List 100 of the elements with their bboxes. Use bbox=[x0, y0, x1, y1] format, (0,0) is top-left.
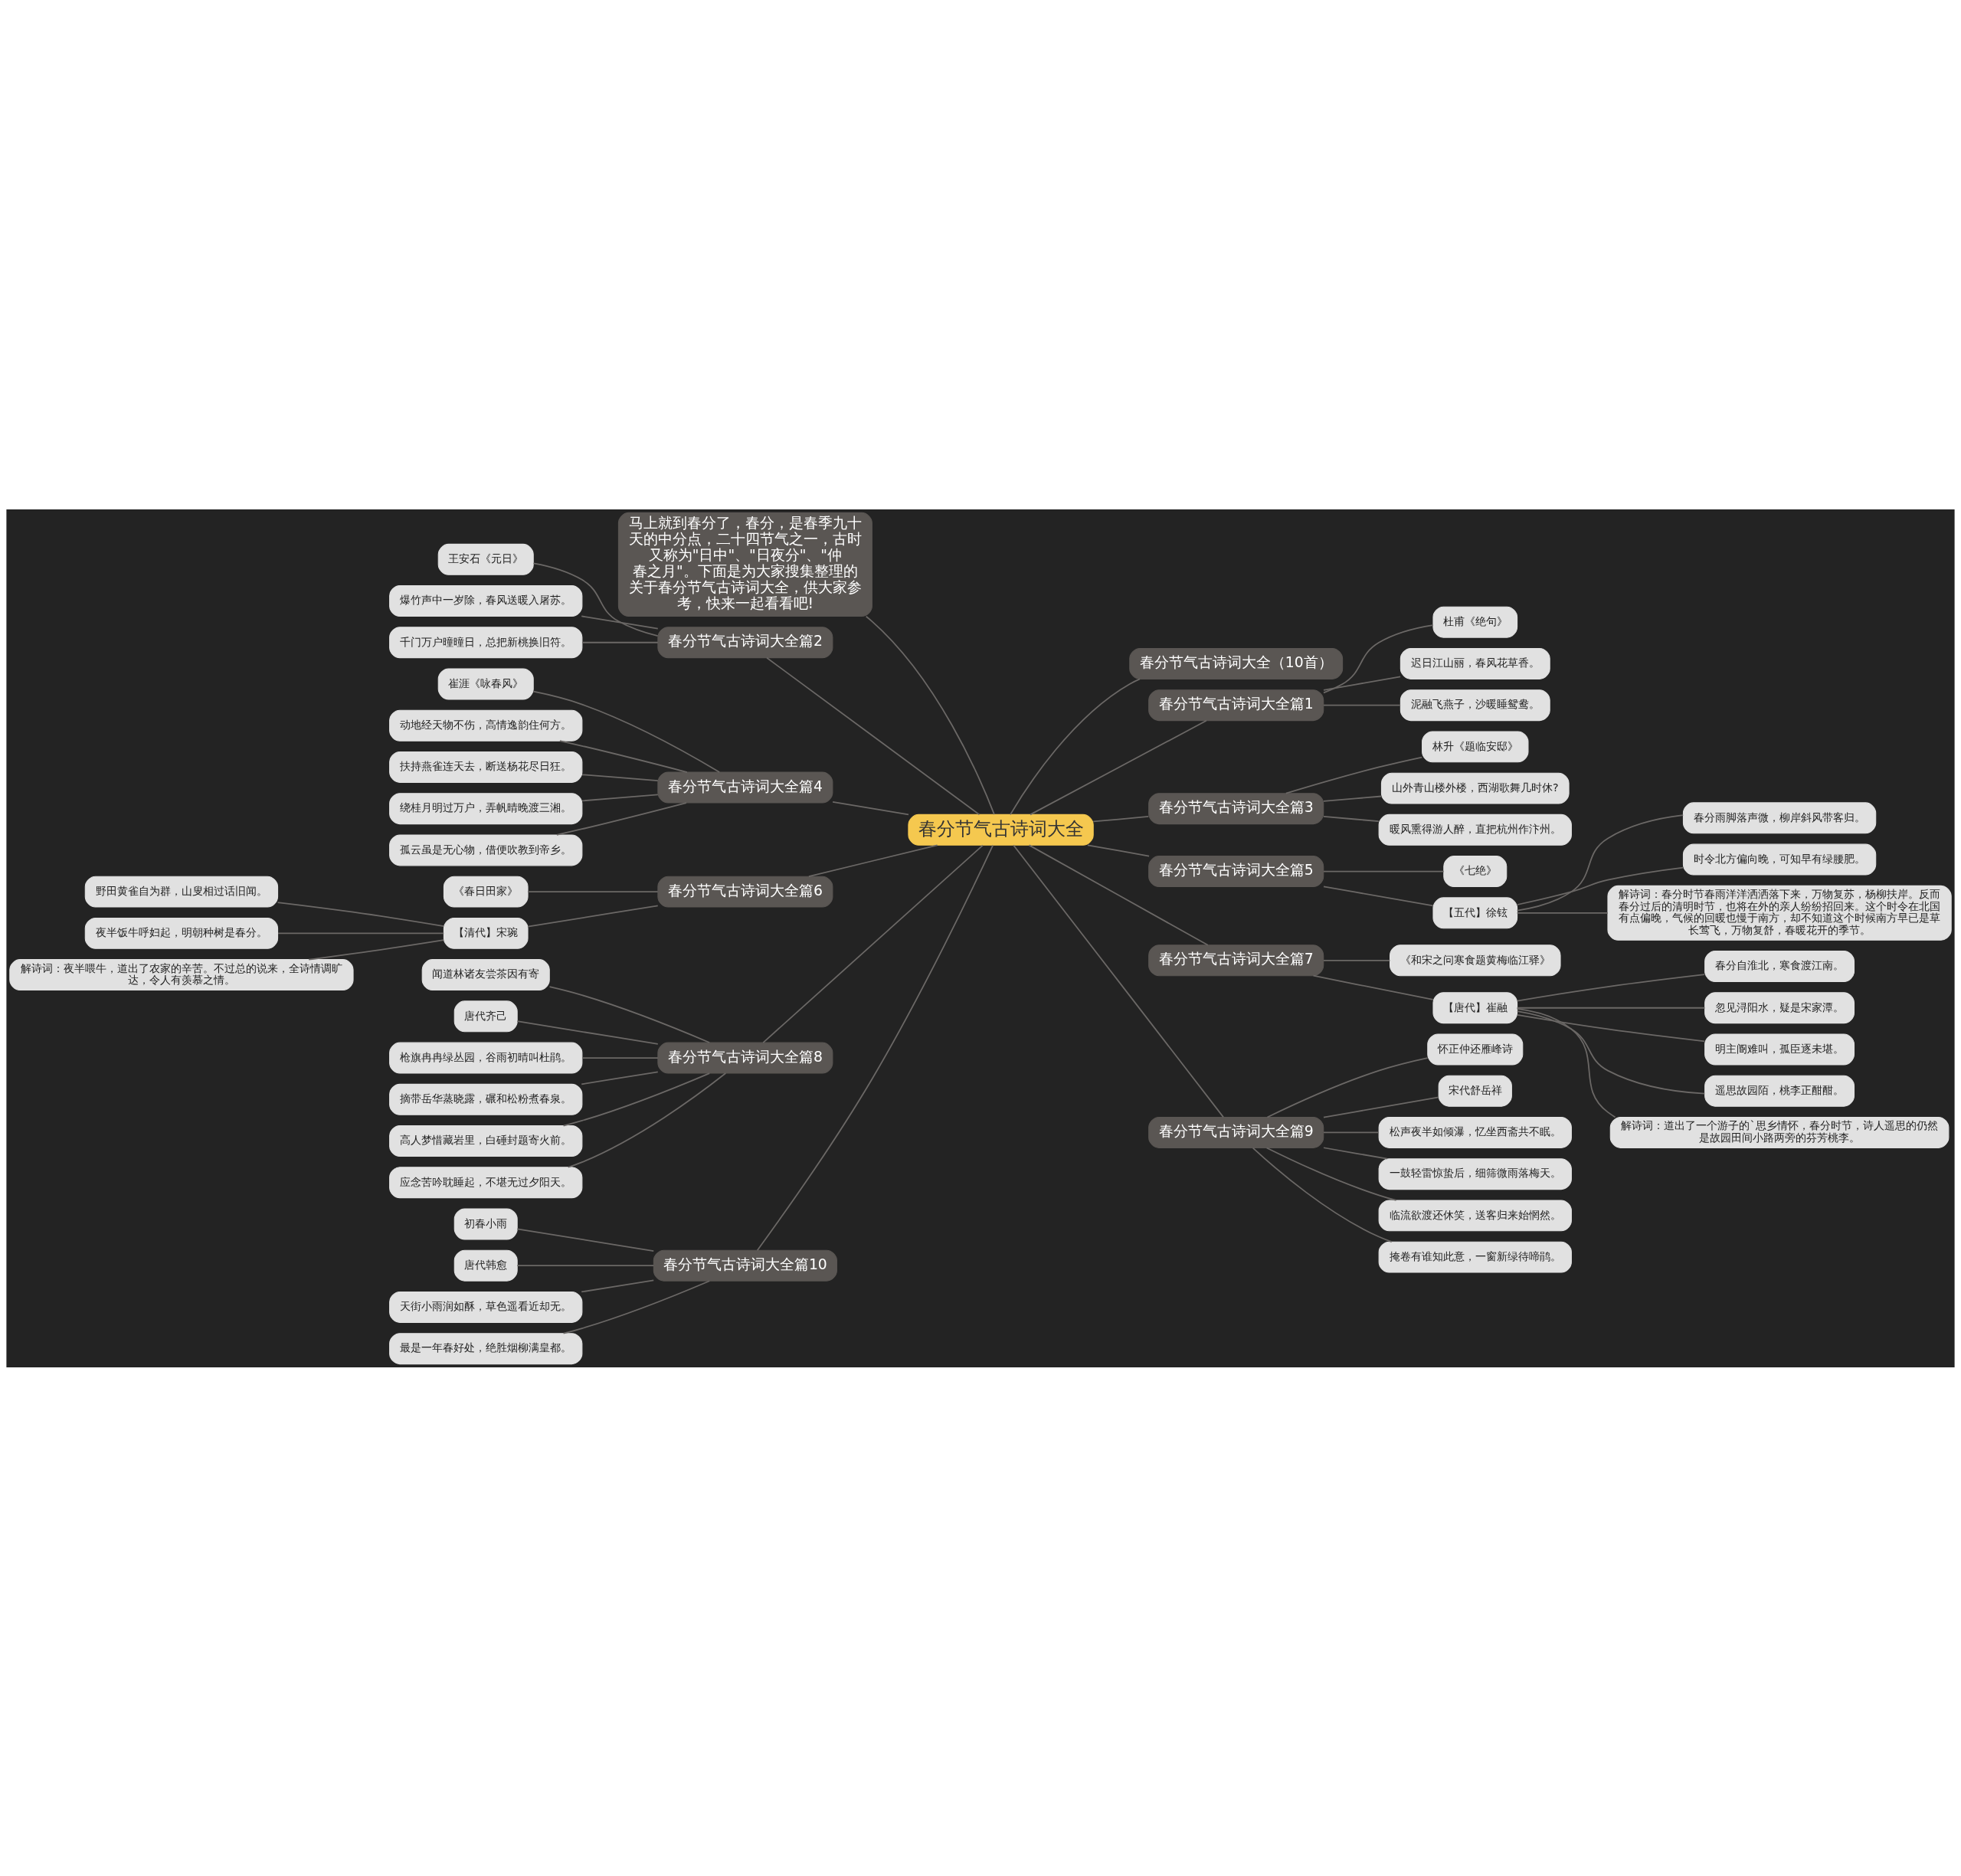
node-box: 枪旗冉冉绿丛园，谷雨初晴叫杜鹃。 bbox=[389, 1042, 583, 1074]
node-box: 《七绝》 bbox=[1443, 855, 1508, 887]
connector bbox=[1323, 959, 1391, 961]
node-box: 【唐代】崔融 bbox=[1432, 991, 1518, 1023]
connector bbox=[532, 562, 659, 637]
connector bbox=[1092, 815, 1150, 822]
node-box: 解诗词：夜半喂牛，道出了农家的辛苦。不过总的说来，全诗情调旷达，令人有羡慕之情。 bbox=[9, 958, 354, 990]
connector bbox=[1516, 973, 1706, 1001]
connector bbox=[1087, 843, 1150, 856]
node-box: 春分雨脚落声微，柳岸斜风带客归。 bbox=[1682, 801, 1877, 833]
connector bbox=[548, 985, 711, 1043]
node-box: 高人梦惜藏岩里，白硾封题寄火前。 bbox=[389, 1125, 583, 1157]
node-box: 爆竹声中一岁除，春风送暖入屠苏。 bbox=[389, 584, 583, 617]
connector bbox=[832, 800, 909, 815]
node-box: 扶持燕雀连天去，断送杨花尽日狂。 bbox=[389, 751, 583, 783]
connector bbox=[1323, 1095, 1439, 1118]
connector bbox=[581, 1278, 655, 1292]
node-box: 春分节气古诗词大全 bbox=[908, 814, 1094, 846]
node-box: 迟日江山丽，春风花草香。 bbox=[1400, 647, 1550, 679]
connector bbox=[581, 615, 659, 629]
connector bbox=[1516, 1007, 1616, 1118]
node-box: 春分节气古诗词大全篇3 bbox=[1148, 792, 1324, 824]
connector bbox=[1285, 756, 1423, 794]
connector bbox=[1516, 1013, 1706, 1042]
node-box: 马上就到春分了，春分，是春季九十天的中分点，二十四节气之一，古时又称为"日中"、"日夜分"、"仲春之月"。下面是为大家搜集整理的关于春分节气古诗词大全，供大家参考，快来一起看看吧! bbox=[617, 512, 872, 617]
node-box: 怀正仲还雁峰诗 bbox=[1427, 1033, 1524, 1065]
connector bbox=[1323, 675, 1401, 691]
node-box: 杜甫《绝句》 bbox=[1432, 606, 1518, 638]
node-box: 春分节气古诗词大全篇1 bbox=[1148, 689, 1324, 721]
node-box: 林升《题临安邸》 bbox=[1422, 730, 1529, 762]
connector bbox=[562, 1279, 711, 1334]
connector bbox=[1323, 795, 1383, 802]
connector bbox=[308, 938, 445, 961]
node-box: 最是一年春好处，绝胜烟柳满皇都。 bbox=[389, 1332, 583, 1364]
node-box: 松声夜半如倾瀑，忆坐西斋共不眠。 bbox=[1378, 1116, 1572, 1148]
connector bbox=[1323, 1146, 1388, 1160]
node-box: 唐代韩愈 bbox=[453, 1249, 518, 1282]
connector bbox=[277, 931, 445, 934]
node-box: 春分节气古诗词大全（10首） bbox=[1129, 647, 1344, 679]
connector bbox=[1516, 1007, 1706, 1009]
node-box: 应念苦吟耽睡起，不堪无过夕阳天。 bbox=[389, 1166, 583, 1198]
node-box: 王安石《元日》 bbox=[437, 543, 534, 575]
connector bbox=[1323, 1131, 1380, 1133]
node-box: 暖风熏得游人醉，直把杭州作汴州。 bbox=[1378, 814, 1572, 846]
node-box: 春分节气古诗词大全篇8 bbox=[657, 1042, 833, 1074]
connector bbox=[1266, 1056, 1429, 1118]
connector bbox=[1030, 719, 1207, 815]
node-box: 忽见浔阳水，疑是宋家潭。 bbox=[1704, 991, 1855, 1023]
connector bbox=[766, 656, 980, 815]
node-box: 掩卷有谁知此意，一窗新绿待啼鹃。 bbox=[1378, 1241, 1572, 1273]
connector bbox=[865, 615, 995, 815]
connector bbox=[808, 843, 938, 877]
node-box: 初春小雨 bbox=[453, 1208, 518, 1239]
node-box: 春分节气古诗词大全篇2 bbox=[657, 626, 833, 658]
connector bbox=[567, 1072, 727, 1168]
connector bbox=[532, 690, 721, 773]
connector bbox=[581, 773, 659, 781]
node-box: 春分节气古诗词大全篇5 bbox=[1148, 855, 1324, 887]
node-box: 泥融飞燕子，沙暖睡鸳鸯。 bbox=[1400, 689, 1550, 721]
connector bbox=[527, 904, 659, 928]
connector bbox=[581, 1070, 659, 1085]
connector bbox=[1312, 974, 1434, 1000]
node-box: 春分节气古诗词大全篇9 bbox=[1148, 1116, 1324, 1148]
connector bbox=[756, 844, 994, 1251]
connector bbox=[1013, 844, 1224, 1118]
connector bbox=[1028, 844, 1209, 946]
connector bbox=[1323, 815, 1380, 822]
node-box: 野田黄雀自为群，山叟相过话旧闻。 bbox=[84, 876, 279, 908]
node-box: 春分节气古诗词大全篇6 bbox=[657, 876, 833, 908]
connector bbox=[1323, 886, 1434, 906]
connector bbox=[1516, 814, 1684, 912]
connector bbox=[1516, 912, 1609, 914]
node-box: 明主阍难叫，孤臣逐未堪。 bbox=[1704, 1033, 1855, 1065]
connector bbox=[277, 901, 445, 927]
connector bbox=[562, 1072, 711, 1126]
connector bbox=[1323, 704, 1401, 706]
node-box: 绕桂月明过万户，弄帆晴晚渡三湘。 bbox=[389, 792, 583, 824]
connector bbox=[762, 844, 984, 1043]
node-box: 唐代齐己 bbox=[453, 1000, 518, 1032]
connector bbox=[581, 1056, 659, 1059]
node-box: 解诗词：春分时节春雨洋洋洒洒落下来，万物复苏，杨柳扶岸。反而春分过后的清明时节，也将在外的亲人纷纷招回来。这个时令在北国有点偏晚，气候的回暖也慢于南方，却不知道这个时候南方早已是草长莺飞，万物复舒，春暖花开的季节。 bbox=[1607, 885, 1952, 941]
connector bbox=[581, 641, 659, 643]
node-box: 宋代舒岳祥 bbox=[1438, 1075, 1512, 1107]
connector bbox=[1010, 677, 1141, 815]
node-box: 春分节气古诗词大全篇4 bbox=[657, 771, 833, 803]
node-box: 摘带岳华蒸晓露，碾和松粉煮春泉。 bbox=[389, 1083, 583, 1115]
node-box: 【清代】宋琬 bbox=[443, 917, 529, 949]
node-box: 春分自淮北，寒食渡江南。 bbox=[1704, 950, 1855, 982]
connector bbox=[1516, 866, 1684, 905]
node-box: 动地经天物不伤，高情逸韵住何方。 bbox=[389, 709, 583, 742]
node-box: 临流欲渡还休笑，送客归来始惘然。 bbox=[1378, 1199, 1572, 1231]
connector bbox=[581, 793, 659, 801]
node-box: 崔涯《咏春风》 bbox=[437, 668, 534, 699]
connector bbox=[516, 1020, 659, 1045]
connector bbox=[559, 739, 688, 773]
connector bbox=[1265, 1147, 1397, 1201]
node-box: 一鼓轻雷惊蛰后，细筛微雨落梅天。 bbox=[1378, 1157, 1572, 1190]
node-box: 解诗词：道出了一个游子的`思乡情怀，春分时节，诗人遥思的仍然是故园田间小路两旁的芬芳桃李。 bbox=[1609, 1116, 1950, 1148]
node-box: 天街小雨润如酥，草色遥看近却无。 bbox=[389, 1291, 583, 1323]
connector bbox=[516, 1228, 655, 1252]
